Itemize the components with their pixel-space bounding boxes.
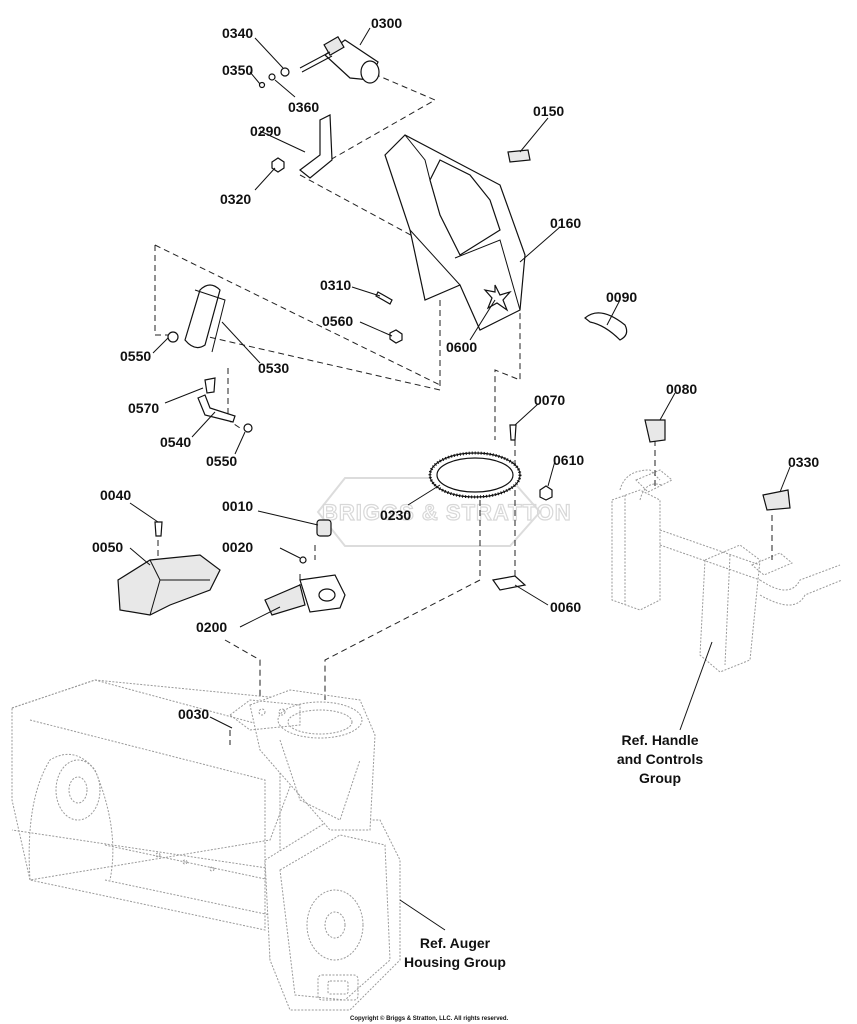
- gear-motor-0200: [264, 574, 346, 616]
- callout-0540: 0540: [160, 434, 191, 450]
- callout-0090: 0090: [606, 289, 637, 305]
- screw-0570: [204, 377, 216, 394]
- clip-0090: [584, 312, 628, 341]
- bracket-0290: [299, 114, 333, 179]
- motor-0300: [299, 35, 380, 84]
- grip-0330: [762, 489, 791, 511]
- screw-0070: [509, 424, 517, 441]
- callout-0030: 0030: [178, 706, 209, 722]
- callout-0550-upper: 0550: [120, 348, 151, 364]
- handle-ghost: [611, 469, 843, 673]
- callout-0360: 0360: [288, 99, 319, 115]
- callout-0020: 0020: [222, 539, 253, 555]
- rod-0530: [184, 284, 221, 349]
- callout-0040: 0040: [100, 487, 131, 503]
- callout-0160: 0160: [550, 215, 581, 231]
- leader-lines: [129, 27, 791, 931]
- callout-0570: 0570: [128, 400, 159, 416]
- washer-0360: [268, 73, 276, 81]
- callout-0050: 0050: [92, 539, 123, 555]
- screw-0310: [375, 291, 393, 305]
- label-0150: [507, 149, 531, 163]
- ring-gear-0230: [428, 451, 522, 499]
- cover-0050: [117, 554, 221, 616]
- callout-0300: 0300: [371, 15, 402, 31]
- brand-watermark: BRIGGS & STRATTON: [316, 477, 572, 547]
- ref-handle-line-3: Group: [639, 770, 681, 786]
- watermark-text: BRIGGS & STRATTON: [322, 500, 572, 525]
- screw-0350: [258, 81, 266, 89]
- callout-0330: 0330: [788, 454, 819, 470]
- auger-housing-ghost: [11, 679, 401, 1011]
- callout-0010: 0010: [222, 498, 253, 514]
- bracket-0540: [197, 394, 236, 423]
- ref-auger-line-2: Housing Group: [404, 954, 506, 970]
- callout-0060: 0060: [550, 599, 581, 615]
- callout-0530: 0530: [258, 360, 289, 376]
- screw-0040: [154, 521, 163, 537]
- callout-0560: 0560: [322, 313, 353, 329]
- nut-0550-upper: [167, 331, 179, 343]
- knob-0010: [316, 519, 332, 537]
- callout-0320: 0320: [220, 191, 251, 207]
- washer-0340: [280, 67, 290, 77]
- callout-0350: 0350: [222, 62, 253, 78]
- ref-handle-line-2: and Controls: [617, 751, 704, 767]
- nut-0550-lower: [243, 423, 253, 433]
- callout-0550-lower: 0550: [206, 453, 237, 469]
- nut-0560: [389, 329, 403, 344]
- callout-0070: 0070: [534, 392, 565, 408]
- ref-handle-controls: Ref. Handle and Controls Group: [617, 732, 704, 786]
- callout-0610: 0610: [553, 452, 584, 468]
- callout-0310: 0310: [320, 277, 351, 293]
- chute-0160: [384, 134, 526, 331]
- star-decal-0600: [483, 284, 512, 312]
- ref-auger-line-1: Ref. Auger: [420, 935, 491, 951]
- callout-0600: 0600: [446, 339, 477, 355]
- ref-auger-housing: Ref. Auger Housing Group: [404, 935, 506, 970]
- callout-0080: 0080: [666, 381, 697, 397]
- nut-0610: [539, 485, 553, 501]
- callout-0340: 0340: [222, 25, 253, 41]
- callout-0230: 0230: [380, 507, 411, 523]
- callout-0290: 0290: [250, 123, 281, 139]
- copyright-notice: Copyright © Briggs & Stratton, LLC. All …: [350, 1015, 509, 1022]
- screw-0020: [299, 556, 307, 564]
- callout-labels: 0300 0340 0350 0360 0290 0320 0150 0160 …: [92, 15, 819, 722]
- ref-handle-line-1: Ref. Handle: [621, 732, 698, 748]
- grip-0080: [644, 419, 666, 443]
- callout-0200: 0200: [196, 619, 227, 635]
- callout-0150: 0150: [533, 103, 564, 119]
